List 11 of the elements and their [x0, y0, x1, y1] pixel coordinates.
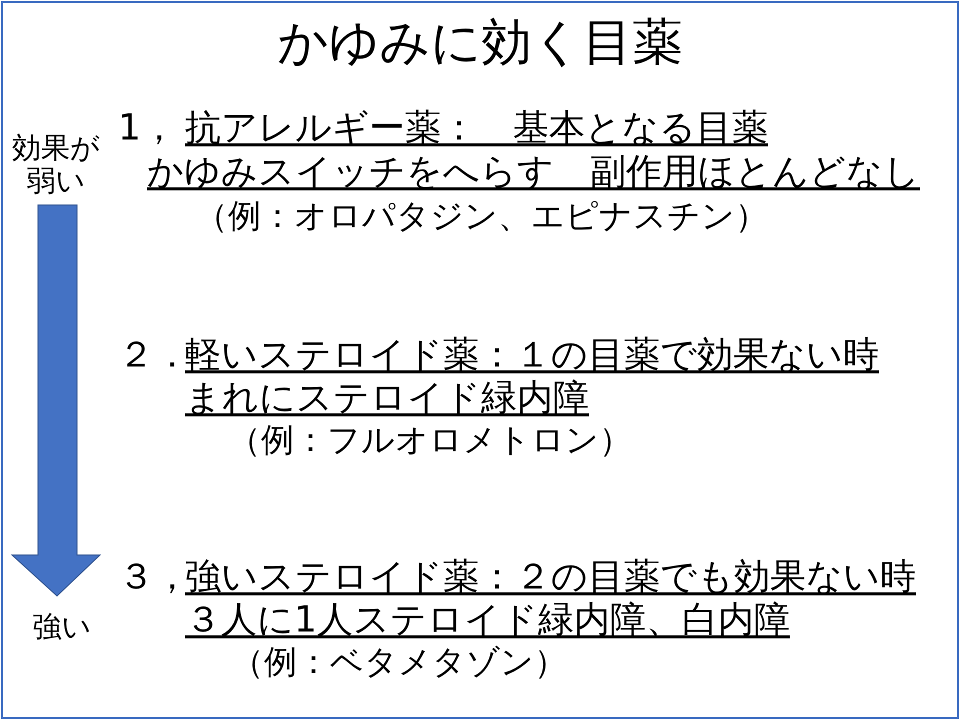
scale-label: 強い — [32, 610, 92, 644]
example-text: （例：フルオロメトロン） — [228, 421, 632, 459]
description-text: まれにステロイド緑内障 — [185, 377, 589, 419]
description-text: ３人に1人ステロイド緑内障、白内障 — [185, 599, 790, 641]
scale-label: 効果が弱い — [11, 132, 101, 198]
item-number: 1， — [118, 107, 177, 149]
description-text: 抗アレルギー薬： 基本となる目薬 — [185, 107, 768, 149]
description-text: かゆみスイッチをへらす 副作用ほとんどなし — [147, 151, 920, 193]
title: かゆみに効く目薬 — [276, 14, 684, 72]
example-text: （例：オロパタジン、エピナスチン） — [195, 197, 768, 235]
example-text: （例：ベタメタゾン） — [231, 643, 567, 681]
